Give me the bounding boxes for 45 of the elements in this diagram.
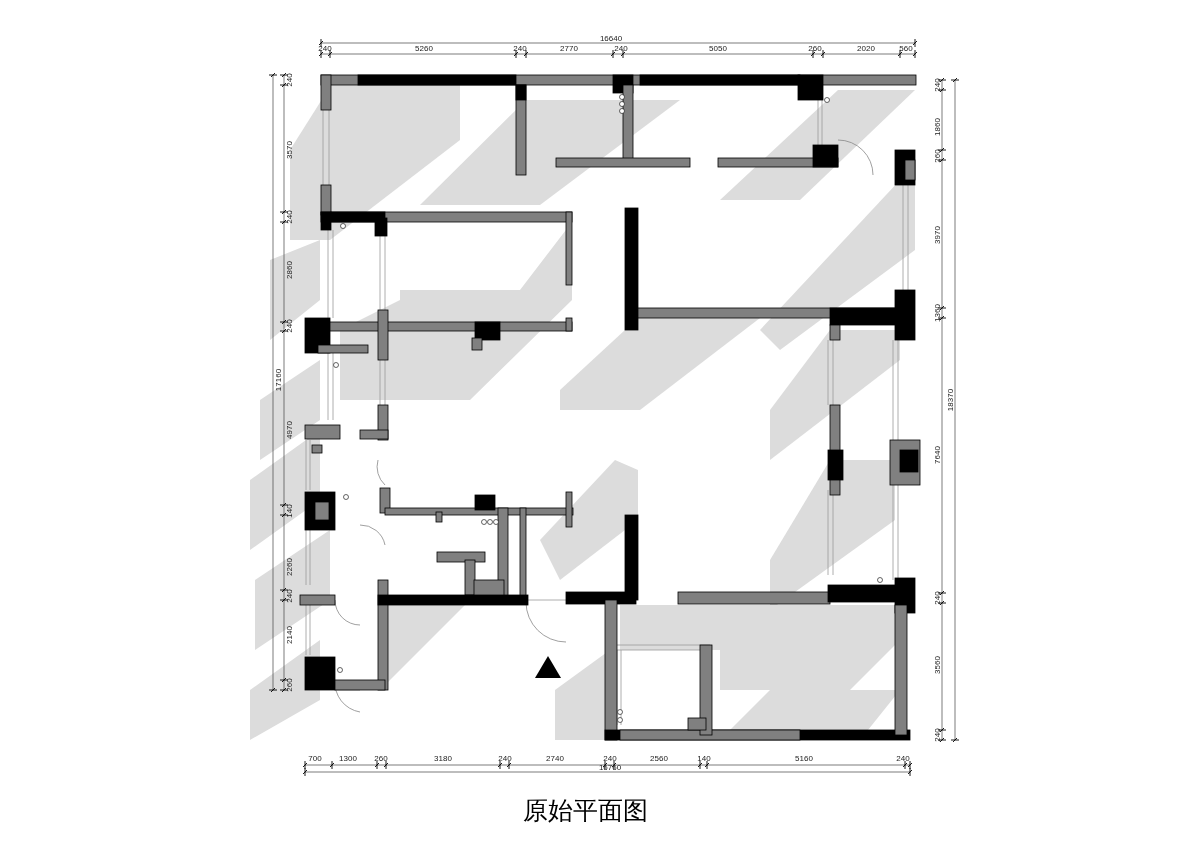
dimension-label: 3560 (932, 656, 942, 674)
dimension-label: 18370 (945, 388, 955, 412)
dimension-label: 1360 (932, 304, 942, 322)
dimension-label: 240 (284, 589, 294, 603)
dimension-label: 240 (932, 591, 942, 605)
dimension-label: 240 (284, 73, 294, 87)
dimension-label: 16640 (599, 33, 623, 43)
dimension-label: 260 (284, 678, 294, 692)
dimension-label: 240 (284, 319, 294, 333)
dimension-label: 560 (899, 43, 913, 53)
dimension-label: 5160 (795, 753, 813, 763)
dimension-label: 240 (896, 753, 910, 763)
dimension-label: 260 (374, 753, 388, 763)
dimension-label: 240 (932, 78, 942, 92)
dimension-label: 16760 (598, 762, 622, 772)
dimension-label: 260 (932, 149, 942, 163)
dimension-label: 5260 (415, 43, 433, 53)
dimension-label: 2020 (857, 43, 875, 53)
dimension-label: 2860 (284, 261, 294, 279)
dimension-label: 240 (603, 753, 617, 763)
dimension-label: 5050 (709, 43, 727, 53)
dimension-label: 2740 (546, 753, 564, 763)
dimension-label: 3970 (932, 226, 942, 244)
dimension-label: 240 (318, 43, 332, 53)
dimension-label: 240 (513, 43, 527, 53)
dimension-label: 17160 (273, 368, 283, 392)
dimension-label: 3180 (434, 753, 452, 763)
dimension-label: 2770 (560, 43, 578, 53)
dimension-label: 2140 (284, 626, 294, 644)
dimension-label: 240 (284, 210, 294, 224)
dimension-label: 240 (932, 728, 942, 742)
dimension-label: 240 (498, 753, 512, 763)
dimension-label: 4970 (284, 421, 294, 439)
dimension-label: 1300 (339, 753, 357, 763)
dimension-label: 1860 (932, 118, 942, 136)
dimension-label: 260 (808, 43, 822, 53)
dimension-label: 2260 (284, 558, 294, 576)
drawing-title: 原始平面图 (522, 794, 648, 827)
dimension-label: 140 (697, 753, 711, 763)
dimension-label: 700 (308, 753, 322, 763)
dimension-label: 2560 (650, 753, 668, 763)
dimension-label: 140 (284, 504, 294, 518)
dimension-label: 7640 (932, 446, 942, 464)
dimension-label: 240 (614, 43, 628, 53)
dimension-label: 3570 (284, 141, 294, 159)
